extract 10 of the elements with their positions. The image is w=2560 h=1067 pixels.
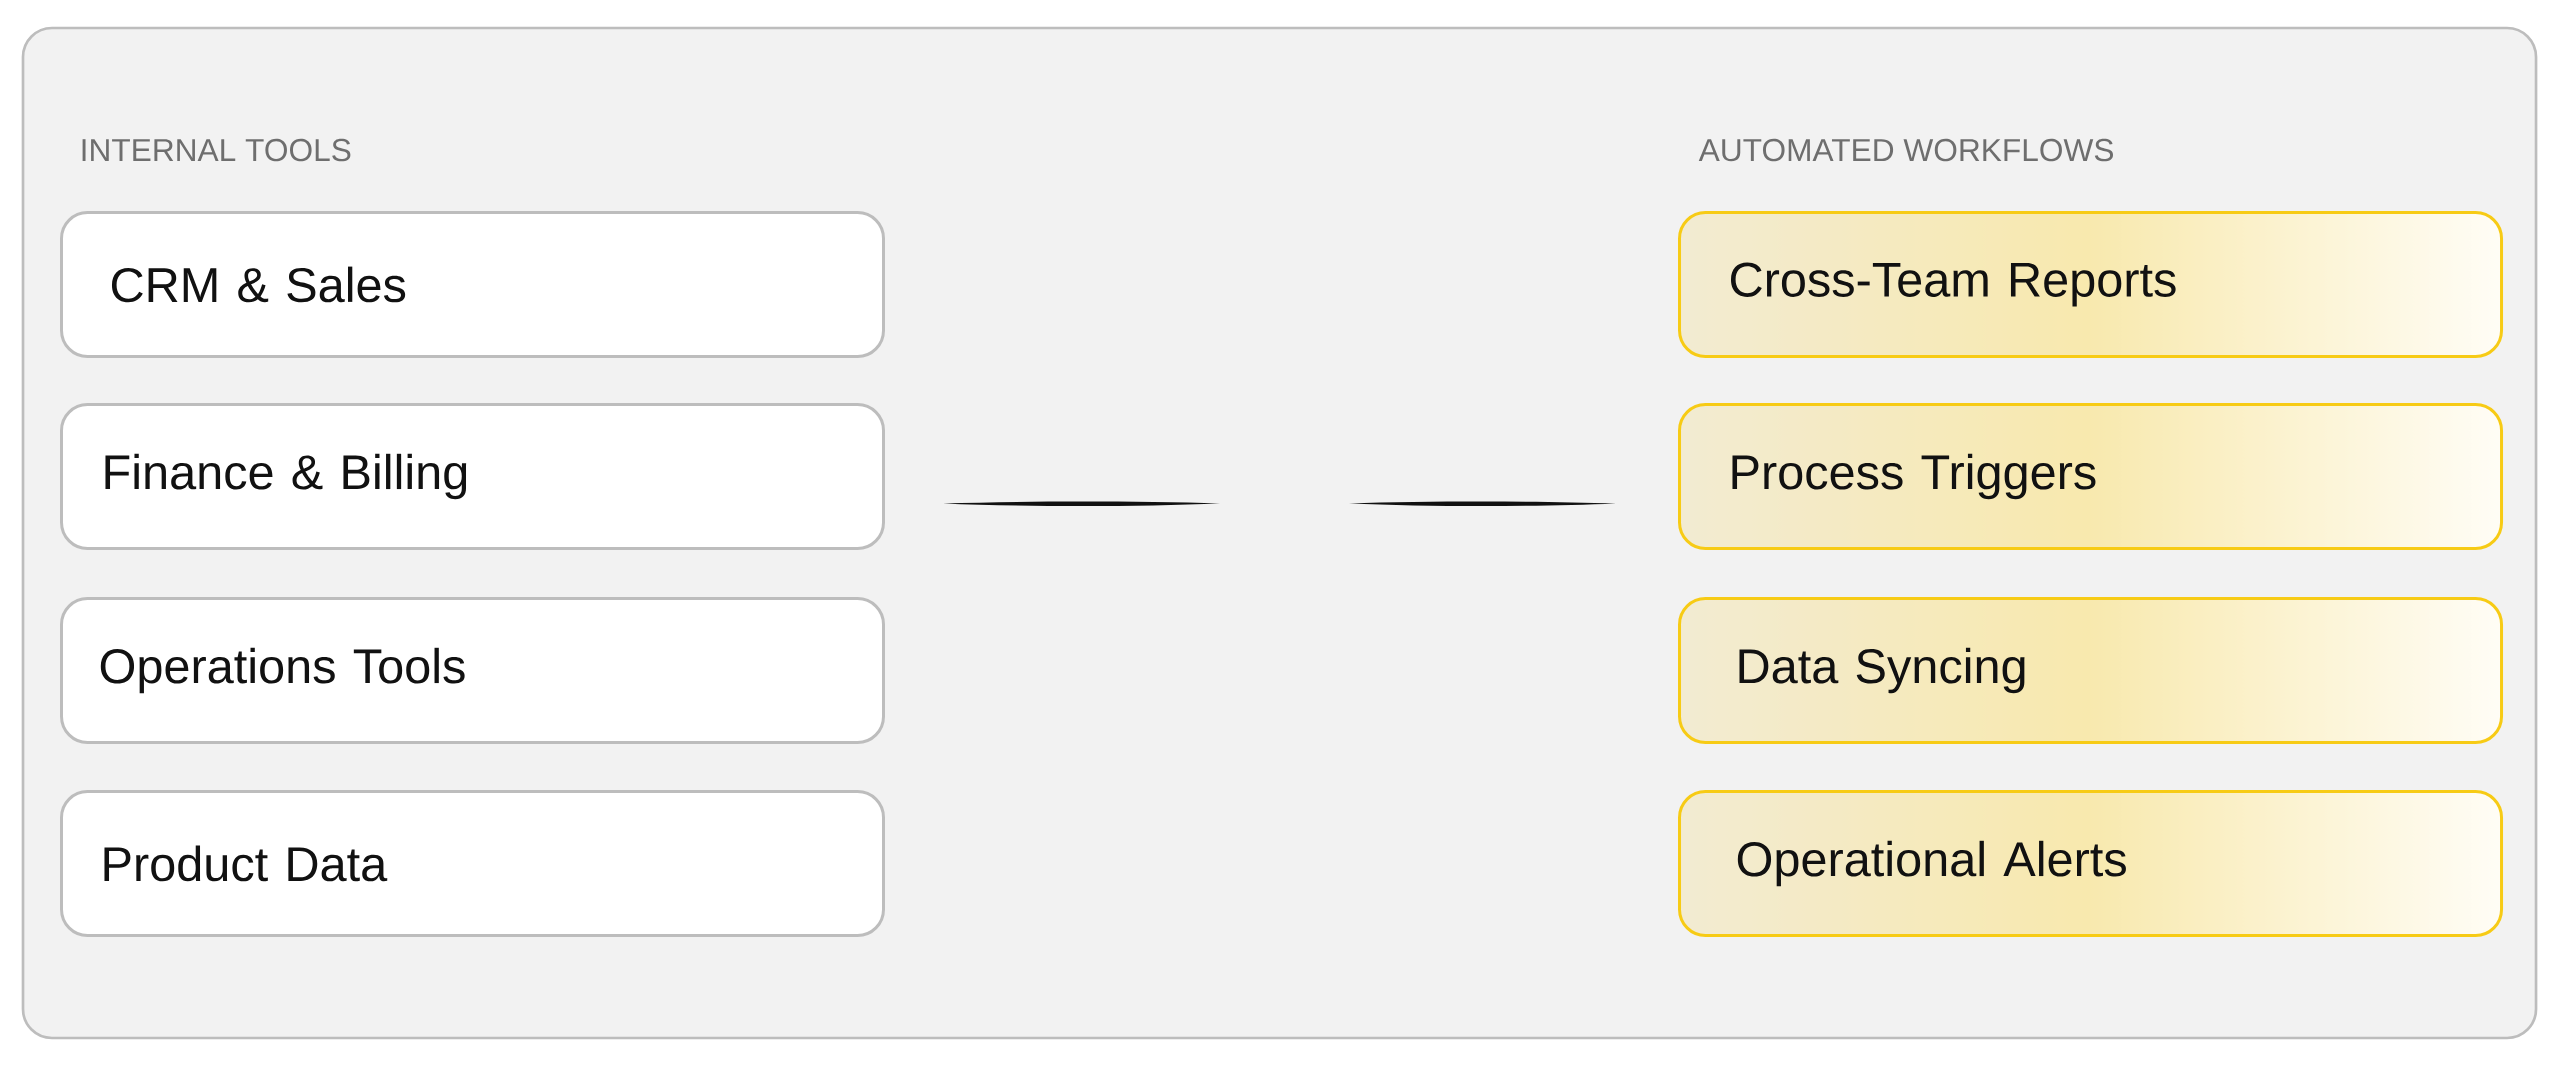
tool-box: Product Data (60, 790, 885, 937)
workflow-box: Operational Alerts (1678, 790, 2504, 937)
workflow-box: Data Syncing (1678, 597, 2504, 744)
column-heading: INTERNAL TOOLS (82, 138, 351, 162)
tool-box: CRM & Sales (60, 211, 885, 358)
column-heading: AUTOMATED WORKFLOWS (1698, 138, 2113, 162)
tool-box: Operations Tools (60, 597, 885, 744)
tool-box: Finance & Billing (60, 403, 885, 550)
workflow-box: Cross-Team Reports (1678, 211, 2504, 358)
workflow-box: Process Triggers (1678, 403, 2504, 550)
